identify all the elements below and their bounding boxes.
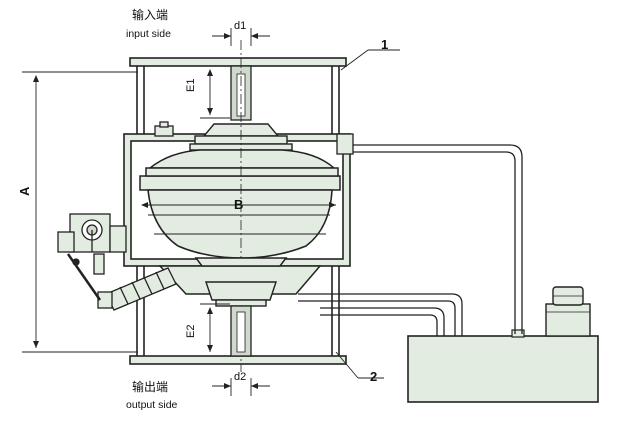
oil-tank (407, 329, 599, 403)
actuator-assembly (57, 213, 127, 301)
output-hub (205, 281, 277, 307)
dimension-d2-label: d2 (234, 371, 247, 383)
input-shaft (230, 65, 252, 121)
output-side-label-cn: 输出端 (132, 380, 169, 394)
callout-2-label: 2 (370, 369, 378, 384)
output-side-label-en: output side (126, 399, 178, 411)
output-shaft (230, 305, 252, 357)
scoop-tube (97, 267, 177, 311)
dimension-a-label: A (17, 186, 32, 196)
callout-1-label: 1 (381, 37, 389, 52)
dimension-lines (22, 28, 400, 396)
pump-motor (545, 286, 591, 337)
oil-pipe-top (342, 144, 523, 334)
dimension-b-label: B (234, 197, 244, 212)
lower-housing (158, 257, 322, 295)
dimension-d1-label: d1 (234, 20, 247, 32)
input-side-label-cn: 输入端 (132, 8, 169, 22)
dimension-e1-label: E1 (185, 78, 197, 92)
dimension-e2-label: E2 (185, 324, 197, 338)
oil-pipe-bottom (298, 293, 463, 336)
top-flange-detail (154, 121, 354, 155)
input-side-label-en: input side (126, 28, 171, 40)
